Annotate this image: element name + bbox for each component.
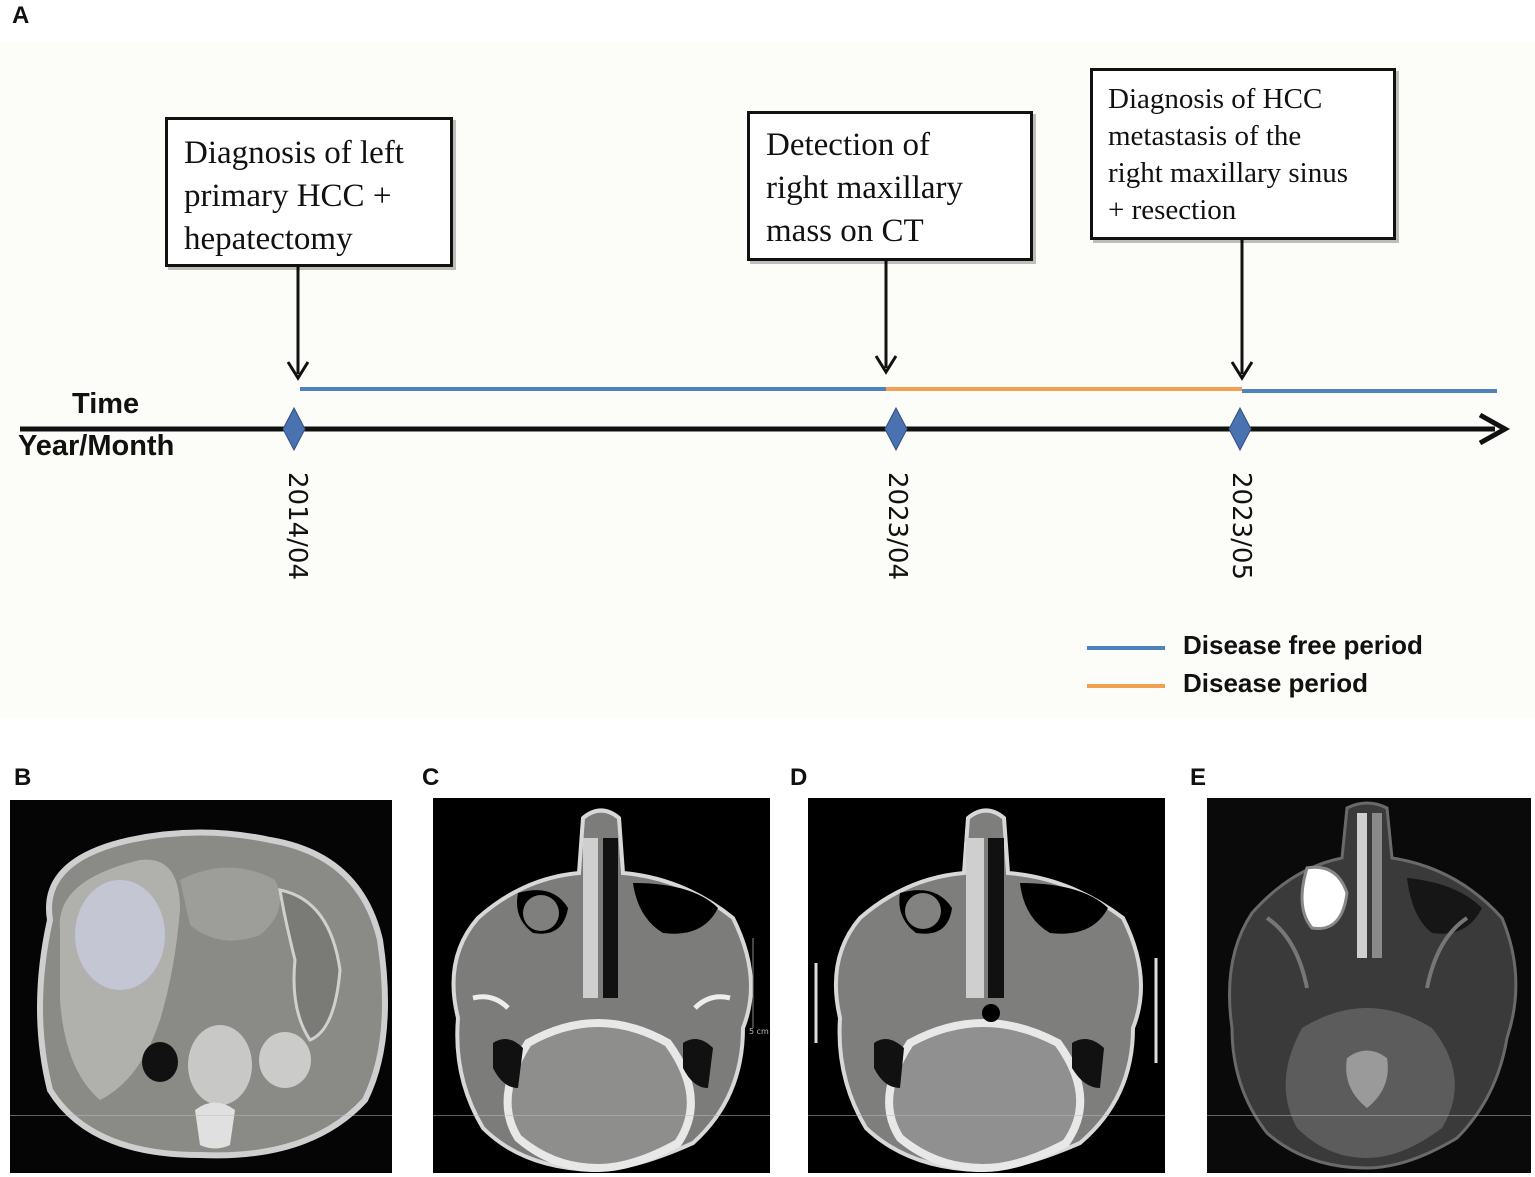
scale-label: 5 cm: [749, 1027, 769, 1036]
event-box-3-line-3: right maxillary sinus: [1108, 157, 1349, 189]
event-box-2: Detection of right maxillary mass on CT: [747, 111, 1033, 261]
head-mri-image-e: [1207, 798, 1531, 1173]
event-box-1-line-3: hepatectomy: [184, 221, 353, 257]
axis-arrowhead: [1478, 412, 1511, 446]
event-box-2-line-3: mass on CT: [766, 213, 924, 249]
event-box-3-line-1: Diagnosis of HCC: [1108, 83, 1323, 115]
head-ct-image-c: 5 cm: [433, 798, 770, 1173]
panel-label-e: E: [1190, 764, 1207, 791]
event-box-2-line-1: Detection of: [766, 127, 931, 163]
event-box-3-line-4: + resection: [1108, 194, 1237, 226]
legend-label-disease-free: Disease free period: [1183, 630, 1423, 660]
panel-label-d: D: [790, 764, 808, 791]
event-box-1-line-1: Diagnosis of left: [184, 135, 404, 171]
axis-label-year-month: Year/Month: [18, 430, 175, 462]
event-box-2-line-2: right maxillary: [766, 170, 964, 206]
axis-label-time: Time: [72, 388, 140, 420]
event-marker-2014-04: [282, 406, 306, 452]
timeline-graphics: [20, 238, 1511, 688]
panel-label-c: C: [422, 764, 440, 791]
event-marker-2023-04: [884, 406, 908, 452]
event-box-1-line-2: primary HCC +: [184, 178, 392, 214]
legend-label-disease: Disease period: [1183, 668, 1368, 698]
abdominal-ct-image: [10, 800, 392, 1173]
head-ct-image-d: [808, 798, 1165, 1173]
event-arrowhead-3: [1230, 361, 1254, 381]
timeline-panel: Time Year/Month Diagnosis of left primar…: [0, 42, 1535, 718]
event-arrowhead-1: [286, 361, 310, 381]
event-marker-2023-05: [1228, 406, 1252, 452]
date-label-2023-04: 2023/04: [882, 472, 912, 581]
event-box-1: Diagnosis of left primary HCC + hepatect…: [165, 117, 453, 267]
event-arrowhead-2: [874, 355, 898, 375]
panel-label-a: A: [12, 2, 30, 29]
event-box-3-line-2: metastasis of the: [1108, 120, 1302, 152]
date-label-2023-05: 2023/05: [1226, 472, 1256, 581]
panel-label-b: B: [14, 764, 32, 791]
date-label-2014-04: 2014/04: [282, 472, 312, 581]
event-box-3: Diagnosis of HCC metastasis of the right…: [1090, 68, 1396, 240]
